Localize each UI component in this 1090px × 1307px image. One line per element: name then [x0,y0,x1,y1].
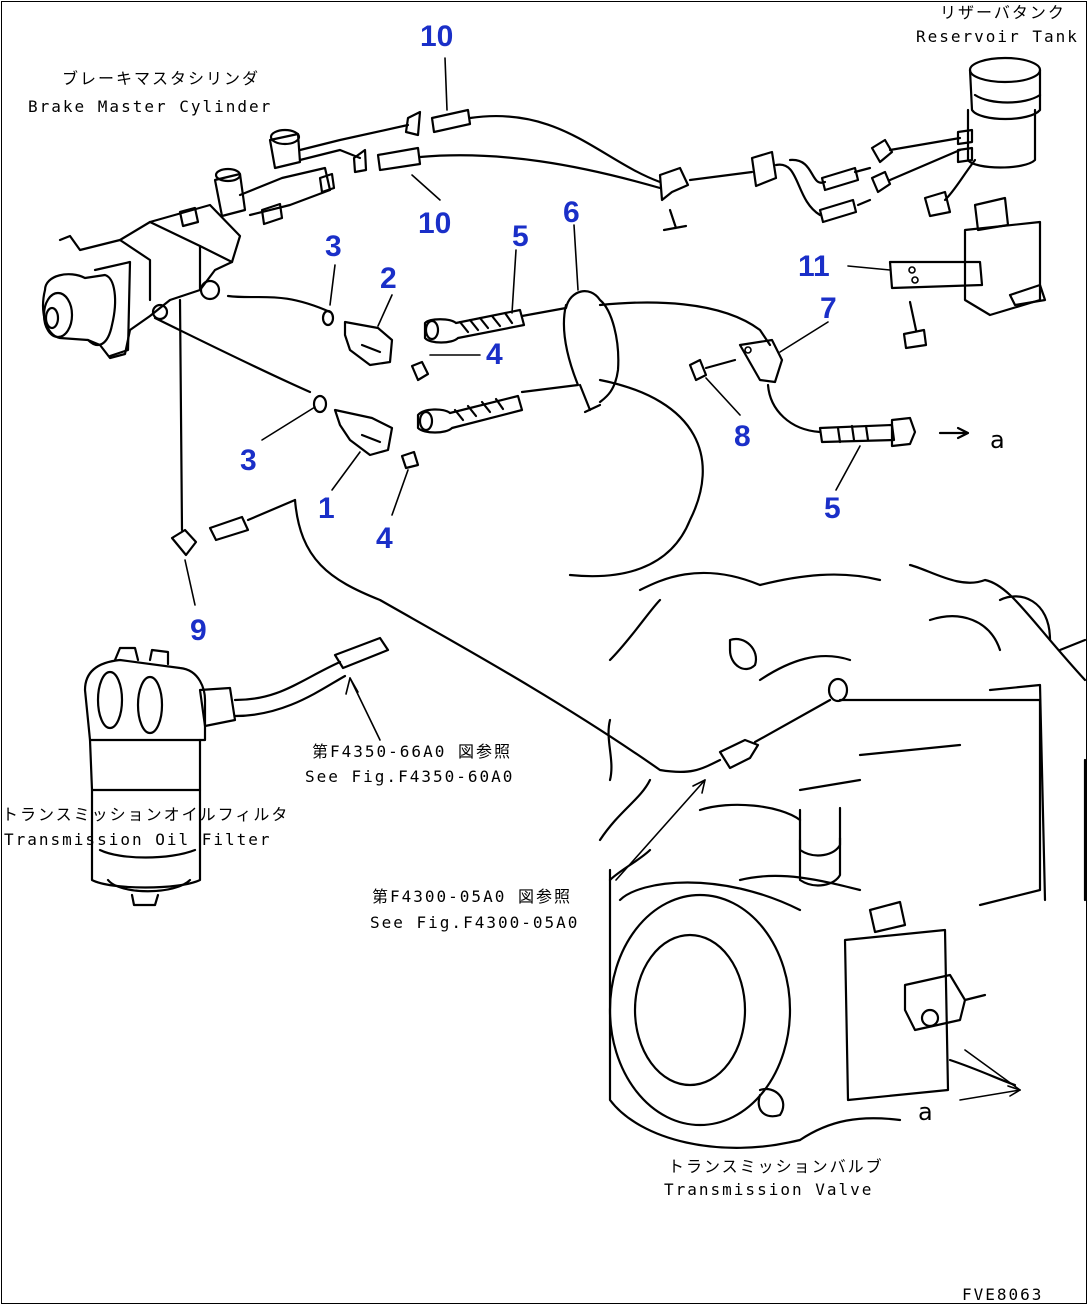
drawing-code: FVE8063 [962,1285,1043,1304]
callout-2: 2 [380,262,397,295]
oil-filter-label-jp: トランスミッションオイルフィルタ [2,805,289,824]
reference-fig1-jp: 第F4350-66A0 図参照 [312,742,512,761]
reservoir-label-jp: リザーバタンク [940,3,1066,22]
leader-lines [184,57,1021,1101]
callout-7: 7 [820,292,837,325]
reservoir-label-en: Reservoir Tank [916,27,1079,46]
valve-label-en: Transmission Valve [664,1180,873,1199]
callout-4-upper: 4 [486,338,503,371]
connection-letter-a-upper: a [990,426,1005,454]
callout-10-lower: 10 [418,207,451,240]
callout-5-upper: 5 [512,220,529,253]
upper-fitting-set [226,294,526,382]
reference-fig2-jp: 第F4300-05A0 図参照 [372,887,572,906]
reservoir-tank [888,56,1047,350]
brake-master-label-jp: ブレーキマスタシリンダ [62,69,260,88]
transmission-oil-filter [83,636,390,907]
fitting-10-upper [404,108,472,137]
fitting-10-lower [352,146,422,174]
connection-letter-a-lower: a [918,1098,933,1126]
callout-3-upper: 3 [325,230,342,263]
callout-11: 11 [798,250,830,283]
hose-6 [520,290,772,578]
callout-9: 9 [190,614,207,647]
oil-filter-label-en: Transmission Oil Filter [4,830,272,849]
callout-1: 1 [318,492,335,525]
callout-4-lower: 4 [376,522,393,555]
brake-master-cylinder [42,123,410,360]
transmission-housing [598,563,1087,1149]
callout-8: 8 [734,420,751,453]
reference-fig2-en: See Fig.F4300-05A0 [370,913,579,932]
reference-fig1-en: See Fig.F4350-60A0 [305,767,514,786]
callout-5-lower: 5 [824,492,841,525]
clip-9 [170,298,198,557]
callout-3-lower: 3 [240,444,257,477]
brake-master-label-en: Brake Master Cylinder [28,97,272,116]
callout-10-upper: 10 [420,20,453,53]
elbow-7-bolt-8 [688,338,970,448]
valve-label-jp: トランスミッションバルブ [668,1157,884,1176]
lower-fitting-set [153,316,524,470]
callout-6: 6 [563,196,580,229]
reservoir-hoses [418,115,962,232]
transmission-line [208,498,849,774]
